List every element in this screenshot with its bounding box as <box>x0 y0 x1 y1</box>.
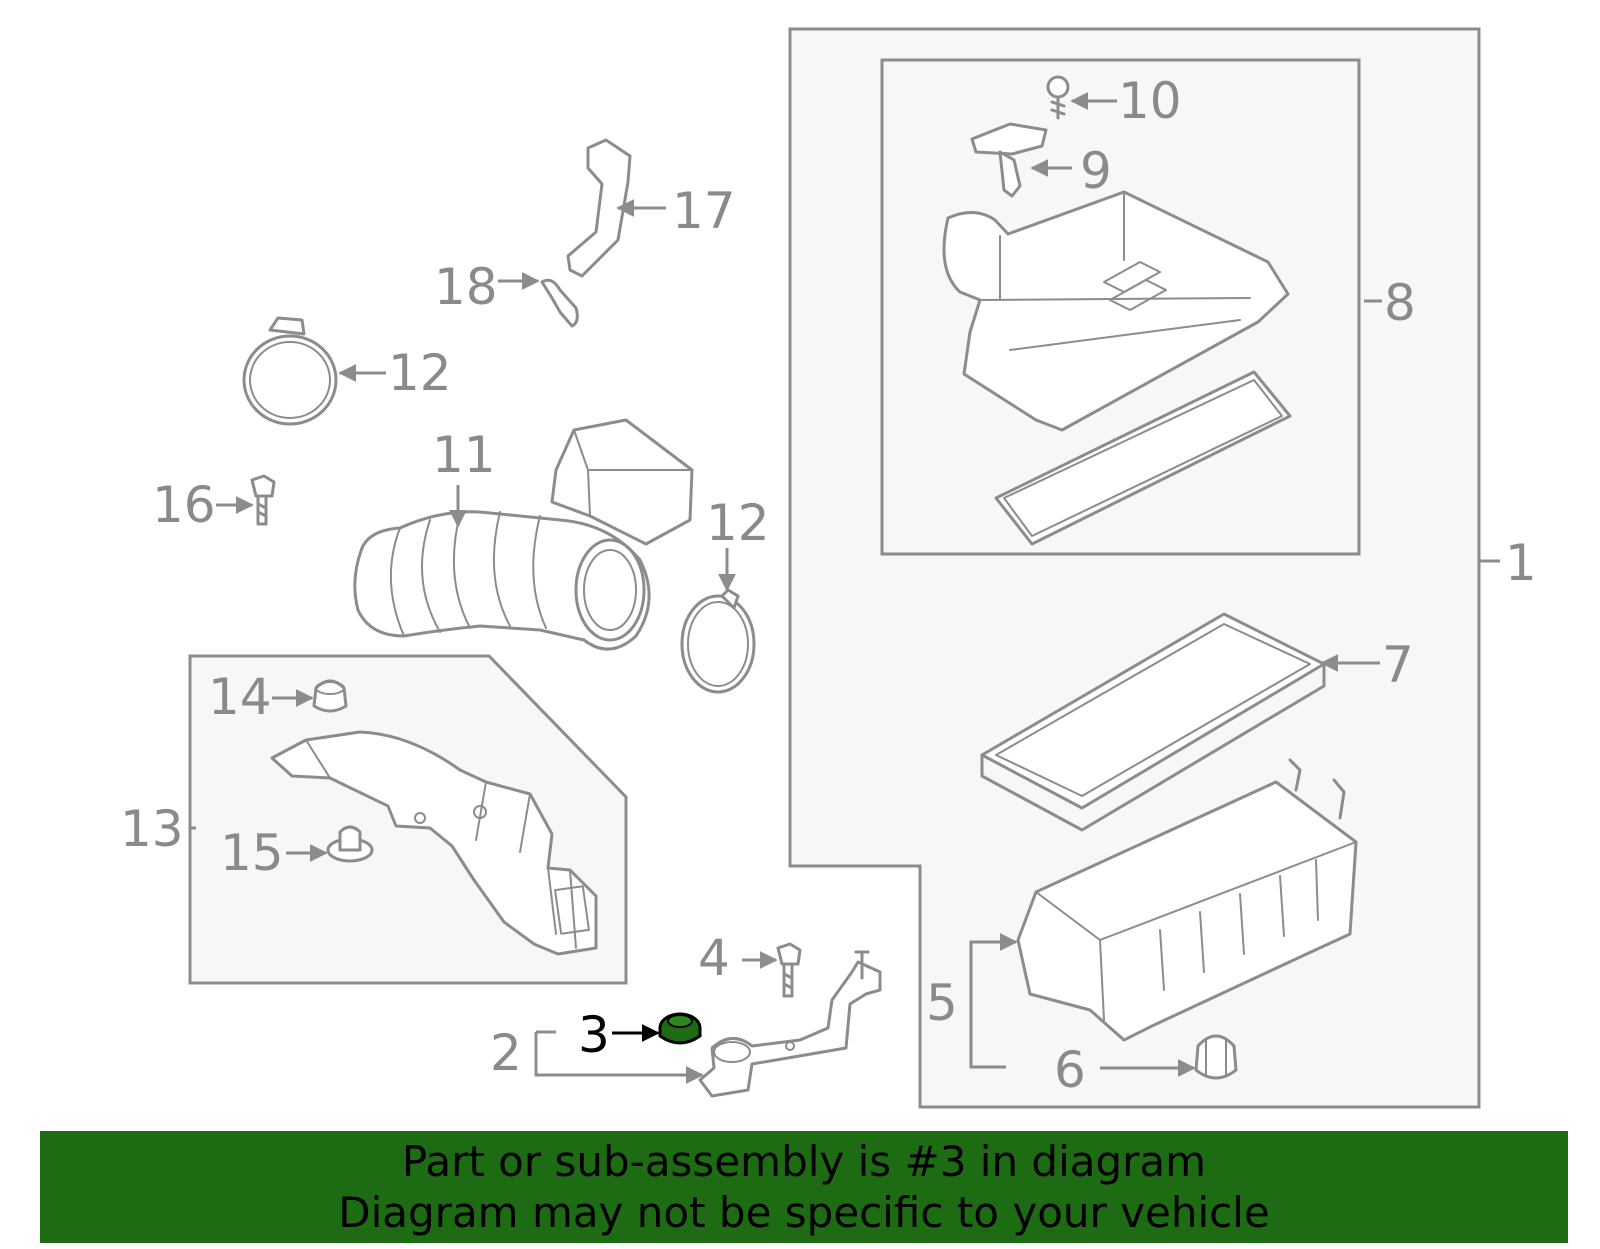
part-9-sensor[interactable] <box>970 122 1048 198</box>
callout-13: 13 <box>120 800 184 858</box>
part-5-lower-housing[interactable] <box>1016 758 1358 1042</box>
part-12-lower-clamp[interactable] <box>680 588 756 694</box>
part-17-hose[interactable] <box>566 138 632 278</box>
callout-12-upper: 12 <box>388 344 452 402</box>
part-14-grommet[interactable] <box>312 679 348 713</box>
callout-7: 7 <box>1382 636 1414 694</box>
callout-3: 3 <box>578 1006 610 1064</box>
banner-line-2: Diagram may not be specific to your vehi… <box>338 1188 1270 1237</box>
callout-2: 2 <box>490 1024 522 1082</box>
part-3-grommet-highlighted[interactable] <box>658 1012 702 1045</box>
banner-line-1: Part or sub-assembly is #3 in diagram <box>401 1137 1207 1186</box>
callout-4: 4 <box>698 929 730 987</box>
part-12-upper-clamp[interactable] <box>242 316 338 426</box>
callout-1: 1 <box>1505 534 1537 592</box>
part-4-bolt[interactable] <box>776 942 802 998</box>
callout-14: 14 <box>208 668 272 726</box>
part-15-nut[interactable] <box>326 825 374 863</box>
part-16-bolt[interactable] <box>250 474 276 526</box>
callout-12-lower: 12 <box>706 494 770 552</box>
part-10-screw[interactable] <box>1046 75 1070 120</box>
callout-15: 15 <box>220 824 284 882</box>
callout-6: 6 <box>1054 1041 1086 1099</box>
part-8-upper-housing[interactable] <box>942 190 1292 546</box>
part-11-intake-duct[interactable] <box>353 418 694 651</box>
callout-10: 10 <box>1118 72 1182 130</box>
callout-5: 5 <box>926 974 958 1032</box>
part-18-clip[interactable] <box>540 278 579 328</box>
part-2-bracket[interactable] <box>698 950 882 1098</box>
callout-16: 16 <box>152 476 216 534</box>
callout-9: 9 <box>1080 142 1112 200</box>
callout-11: 11 <box>432 426 496 484</box>
info-banner: Part or sub-assembly is #3 in diagram Di… <box>40 1131 1568 1243</box>
part-13-air-guide[interactable] <box>270 730 598 956</box>
callout-17: 17 <box>672 182 736 240</box>
callout-18: 18 <box>434 258 498 316</box>
callout-8: 8 <box>1384 274 1416 332</box>
part-6-grommet[interactable] <box>1194 1034 1238 1080</box>
